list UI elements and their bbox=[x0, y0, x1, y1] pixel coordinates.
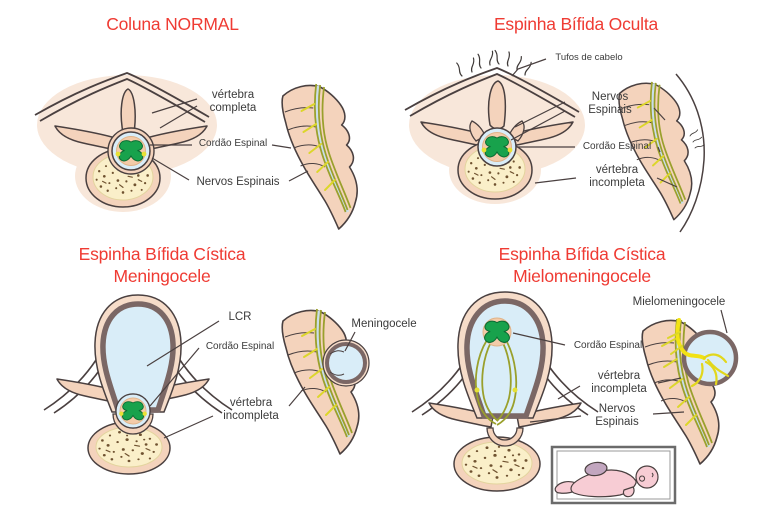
spinal-cord-cross-section bbox=[478, 128, 516, 166]
label-lcr: LCR bbox=[228, 311, 252, 323]
spinal-cord-cross-section bbox=[116, 394, 150, 428]
label-cordao-espinal: Cordão Espinal bbox=[198, 138, 268, 149]
baby-illustration bbox=[554, 461, 659, 498]
meningocele-sac-side bbox=[322, 339, 370, 387]
panel-title-normal: Coluna NORMAL bbox=[106, 14, 239, 34]
label-cordao-espinal: Cordão Espinal bbox=[205, 341, 275, 352]
panel-espinha-bifida-oculta: Espinha Bífida Oculta Tufos de cabelo Ne… bbox=[384, 0, 768, 240]
label-vertebra-completa: vértebra completa bbox=[209, 89, 257, 114]
label-nervos-espinais: Nervos Espinais bbox=[196, 176, 280, 188]
label-vertebra-incompleta: vértebra incompleta bbox=[223, 397, 279, 422]
myelomeningocele-sac-side bbox=[667, 318, 739, 388]
vertebral-body bbox=[87, 421, 171, 475]
back-skin-outline bbox=[675, 73, 705, 233]
panel-meningocele: Espinha Bífida Cística Meningocele LCR C… bbox=[0, 240, 417, 511]
label-vertebra-incompleta: vértebra incompleta bbox=[591, 370, 647, 395]
panel-coluna-normal: Coluna NORMAL vértebra completa Cordão E… bbox=[0, 0, 384, 240]
myelomeningocele-sac bbox=[457, 291, 553, 426]
vertebra-cross-section bbox=[56, 378, 210, 475]
panel-mielomeningocele: Espinha Bífida Cística Mielomeningocele … bbox=[384, 240, 768, 511]
leader-lines bbox=[150, 98, 309, 182]
panel-title-oculta: Espinha Bífida Oculta bbox=[493, 14, 659, 34]
coluna-normal-illustration bbox=[34, 72, 359, 231]
vertebra-cross-section bbox=[428, 402, 582, 492]
meningocele-illustration bbox=[43, 294, 370, 475]
nerve-loops bbox=[474, 339, 518, 426]
spinal-cord-cross-section bbox=[112, 132, 150, 170]
label-tufos-de-cabelo: Tufos de cabelo bbox=[555, 52, 623, 63]
leader-lines bbox=[146, 320, 356, 439]
hair-tufts bbox=[456, 49, 533, 77]
displaced-spinal-cord bbox=[482, 317, 512, 347]
label-meningocele: Meningocele bbox=[351, 318, 417, 330]
label-cordao-espinal: Cordão Espinal bbox=[573, 340, 643, 351]
baby-inset bbox=[550, 445, 677, 505]
panel-title-mielomeningocele: Espinha Bífida Cística Mielomeningocele bbox=[498, 244, 666, 286]
label-nervos-espinais: Nervos Espinais bbox=[588, 91, 632, 116]
leader-lines bbox=[510, 58, 678, 188]
vertebral-arch-cup bbox=[486, 427, 524, 447]
label-vertebra-incompleta: vértebra incompleta bbox=[589, 164, 645, 189]
label-nervos-espinais: Nervos Espinais bbox=[595, 403, 639, 428]
label-cordao-espinal: Cordão Espinal bbox=[582, 141, 652, 152]
oculta-illustration bbox=[404, 49, 705, 233]
spine-side-view bbox=[280, 82, 359, 231]
vertebral-body bbox=[453, 436, 541, 492]
label-mielomeningocele: Mielomeningocele bbox=[632, 296, 726, 308]
mielomeningocele-illustration bbox=[411, 291, 739, 505]
leader-lines bbox=[512, 309, 728, 423]
panel-title-meningocele: Espinha Bífida Cística Meningocele bbox=[78, 244, 246, 286]
